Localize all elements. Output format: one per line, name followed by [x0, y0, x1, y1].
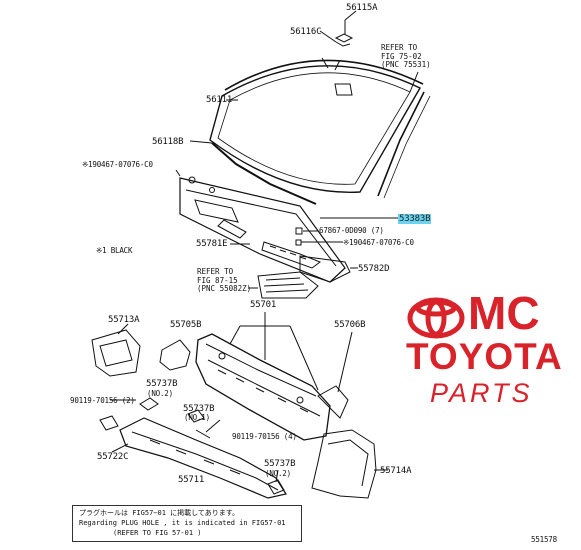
label-56111[interactable]: 56111 — [206, 95, 233, 105]
note-black: ※1 BLACK — [96, 246, 133, 255]
label-55711[interactable]: 55711 — [178, 475, 205, 485]
label-no2-upper: (NO.2) — [147, 389, 173, 398]
left-bracket — [91, 329, 141, 377]
brand-parts: PARTS — [430, 378, 533, 408]
label-90119-4[interactable]: 90119-70156 (4) — [232, 432, 297, 441]
label-55737B-no2-upper[interactable]: 55737B — [146, 379, 178, 389]
label-190467-left[interactable]: ※190467-07076-C0 — [82, 160, 153, 169]
label-55722C[interactable]: 55722C — [97, 452, 129, 462]
side-molding — [211, 142, 317, 205]
note-line-jp: プラグホールは FIG57−01 に掲載してあります。 — [79, 509, 240, 517]
reference-fig-75-02[interactable]: REFER TO FIG 75-02 (PNC 75531) — [381, 43, 431, 70]
label-55782D[interactable]: 55782D — [358, 264, 390, 274]
lower-panel — [119, 417, 287, 499]
label-56116C[interactable]: 56116C — [290, 27, 322, 37]
label-55714A[interactable]: 55714A — [380, 466, 412, 476]
label-55737B-no1[interactable]: 55737B — [183, 404, 215, 414]
label-56115A[interactable]: 56115A — [346, 3, 378, 13]
label-55701[interactable]: 55701 — [250, 300, 277, 310]
brand-mc: MC — [468, 287, 540, 339]
top-molding — [224, 59, 424, 91]
label-55706B[interactable]: 55706B — [334, 320, 366, 330]
label-190467-right[interactable]: ※190467-07076-C0 — [343, 238, 414, 247]
reference-fig-87-15[interactable]: REFER TO FIG 87-15 (PNC 55082Z) — [197, 267, 252, 294]
label-90119-2[interactable]: 90119-70156 (2) — [70, 396, 135, 405]
plug-hole-note: プラグホールは FIG57−01 に掲載してあります。 Regarding PL… — [72, 505, 302, 542]
louver-panel — [257, 271, 319, 299]
windshield-glass — [209, 65, 421, 193]
label-67867[interactable]: 67867-0D090 (7) — [319, 226, 384, 235]
brand-toyota: TOYOTA — [406, 336, 563, 377]
label-55705B[interactable]: 55705B — [170, 320, 202, 330]
note-line-ref[interactable]: (REFER TO FIG 57-01 ) — [113, 529, 202, 537]
dash-panel — [195, 333, 331, 441]
figure-id: 551578 — [531, 535, 557, 544]
label-55713A[interactable]: 55713A — [108, 315, 140, 325]
label-53383B[interactable]: 53383B — [398, 214, 432, 224]
label-55781E[interactable]: 55781E — [196, 239, 228, 249]
mirror-mount — [334, 83, 353, 96]
label-55737B-no2-lower[interactable]: 55737B — [264, 459, 296, 469]
note-line-en: Regarding PLUG HOLE , it is indicated in… — [79, 519, 286, 527]
label-no2-lower: (NO.2) — [265, 469, 291, 478]
label-no1: (NO.1) — [184, 413, 210, 422]
right-bracket — [311, 429, 377, 499]
label-56118B[interactable]: 56118B — [152, 137, 184, 147]
